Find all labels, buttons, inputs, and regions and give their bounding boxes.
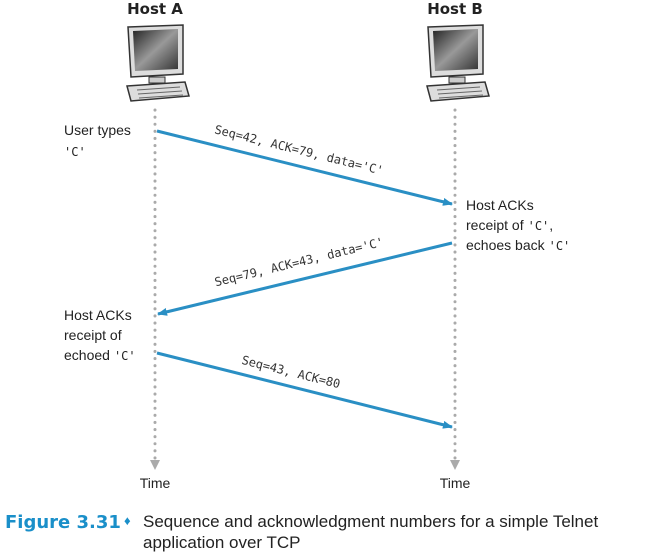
caption-line-2: application over TCP [143,533,301,552]
svg-text:Host ACKs: Host ACKs [466,197,534,213]
note-user-types: User types 'C' [64,122,131,159]
svg-text:echoed'C': echoed'C' [64,347,136,363]
svg-text:receipt of: receipt of [64,327,122,343]
svg-text:'C': 'C' [64,145,86,159]
svg-text:User types: User types [64,122,131,138]
segment-arrow-2 [157,241,453,316]
host-b-title: Host B [427,0,483,18]
note-host-a-acks: Host ACKs receipt of echoed'C' [64,307,136,363]
computer-icon-host-b [426,24,490,102]
figure-number: Figure 3.31 [5,512,121,533]
segment-arrow-3 [156,351,453,429]
host-b-time-arrow-icon [450,460,460,470]
caption-separator-icon: ♦ [124,513,131,528]
host-a-title: Host A [127,0,183,18]
host-b-time-label: Time [440,475,471,491]
svg-text:receipt of'C',: receipt of'C', [466,217,553,233]
caption-line-1: Sequence and acknowledgment numbers for … [143,512,599,531]
computer-icon-host-a [126,24,190,102]
host-a-time-label: Time [140,475,171,491]
svg-text:echoes back'C': echoes back'C' [466,237,570,253]
svg-text:Host ACKs: Host ACKs [64,307,132,323]
host-a-time-arrow-icon [150,460,160,470]
note-host-b-acks: Host ACKs receipt of'C', echoes back'C' [466,197,570,253]
segment-arrow-1 [156,129,453,206]
